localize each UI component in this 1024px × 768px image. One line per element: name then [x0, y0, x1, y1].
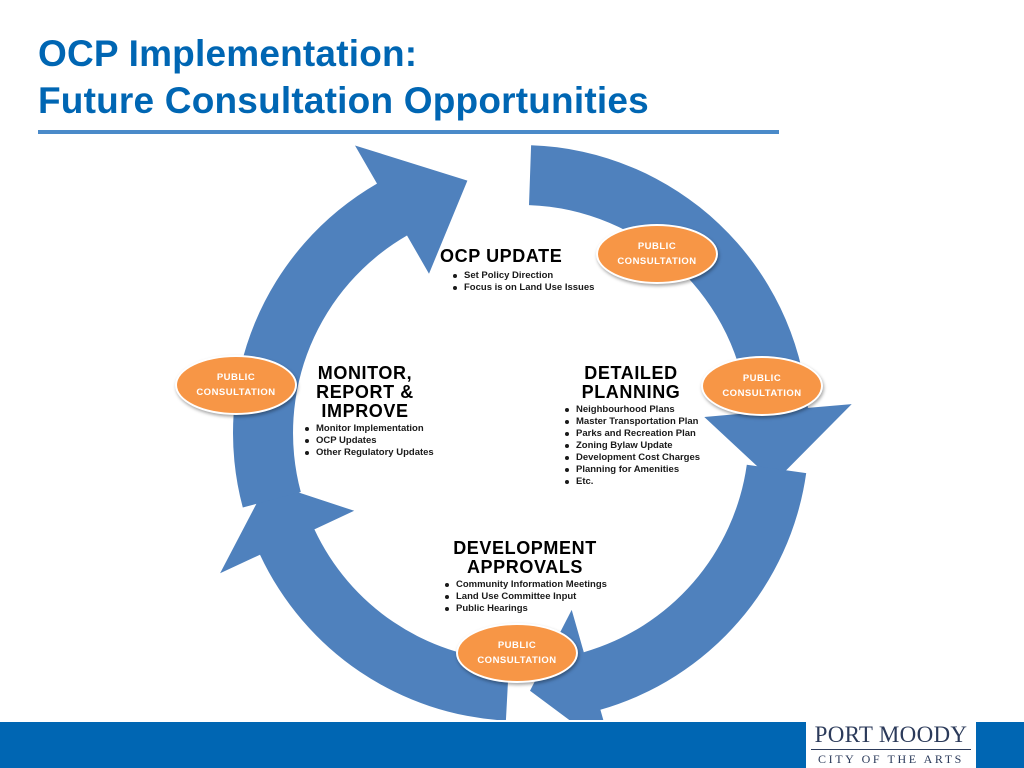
list-item: Parks and Recreation Plan: [565, 428, 702, 440]
public-consultation-badge-bottom: PUBLIC CONSULTATION: [456, 623, 578, 683]
badge-line: CONSULTATION: [196, 387, 276, 398]
list-item: Neighbourhood Plans: [565, 404, 702, 416]
title-line-1: OCP Implementation:: [38, 33, 418, 74]
badge-line: PUBLIC: [637, 241, 677, 252]
list-item: Focus is on Land Use Issues: [452, 282, 595, 293]
title-line: REPORT &: [316, 382, 414, 402]
arrow-monitor-to-ocp: [233, 145, 468, 508]
list-item: OCP Updates: [305, 435, 434, 447]
list-item: Other Regulatory Updates: [305, 447, 434, 458]
stage-development-approvals: DEVELOPMENT APPROVALS Community Informat…: [440, 539, 610, 615]
title-line: DEVELOPMENT: [453, 538, 597, 558]
title-line: IMPROVE: [321, 401, 409, 421]
stage-development-approvals-bullets: Community Information Meetings Land Use …: [440, 579, 610, 615]
stage-monitor-report-improve: MONITOR, REPORT & IMPROVE Monitor Implem…: [300, 364, 434, 459]
stage-ocp-update-title: OCP UPDATE: [440, 246, 563, 266]
stage-monitor-bullets: Monitor Implementation OCP Updates Other…: [300, 423, 434, 459]
stage-ocp-update-bullets: Set Policy Direction Focus is on Land Us…: [440, 270, 594, 294]
port-moody-logo: PORT MOODY CITY OF THE ARTS: [806, 720, 976, 768]
stage-monitor-title: MONITOR, REPORT & IMPROVE: [300, 364, 430, 421]
public-consultation-badge-left: PUBLIC CONSULTATION: [175, 355, 297, 415]
title-line: APPROVALS: [466, 557, 584, 577]
list-item: Community Information Meetings: [445, 579, 610, 591]
title-line: MONITOR,: [317, 363, 413, 383]
badge-line: CONSULTATION: [722, 388, 802, 399]
badge-line: PUBLIC: [216, 372, 256, 383]
logo-tagline: CITY OF THE ARTS: [818, 752, 964, 766]
public-consultation-badge-top-right: PUBLIC CONSULTATION: [596, 224, 718, 284]
badge-line: CONSULTATION: [617, 256, 697, 267]
list-item: Public Hearings: [445, 603, 610, 615]
logo-name: PORT MOODY: [814, 722, 968, 747]
logo-divider: [811, 749, 971, 750]
arrow-approvals-to-monitor: [220, 482, 510, 720]
list-item: Land Use Committee Input: [445, 591, 610, 603]
title-underline: [38, 130, 779, 134]
list-item: Development Cost Charges: [565, 452, 701, 463]
list-item: Etc.: [565, 476, 702, 488]
stage-ocp-update: OCP UPDATE Set Policy Direction Focus is…: [440, 247, 594, 294]
list-item: Monitor Implementation: [305, 423, 434, 435]
badge-line: CONSULTATION: [477, 655, 557, 666]
slide-title: OCP Implementation: Future Consultation …: [38, 30, 649, 124]
stage-detailed-planning-title: DETAILED PLANNING: [560, 364, 702, 402]
public-consultation-badge-right: PUBLIC CONSULTATION: [701, 356, 823, 416]
title-line-2: Future Consultation Opportunities: [38, 80, 649, 121]
stage-detailed-planning: DETAILED PLANNING Neighbourhood Plans Ma…: [560, 364, 702, 488]
title-line: PLANNING: [581, 382, 681, 402]
list-item: Zoning Bylaw Update: [565, 440, 702, 452]
badge-line: PUBLIC: [742, 373, 782, 384]
list-item: Planning for Amenities: [565, 464, 702, 476]
list-item: Set Policy Direction: [452, 270, 594, 282]
stage-detailed-planning-bullets: Neighbourhood Plans Master Transportatio…: [560, 404, 702, 488]
stage-development-approvals-title: DEVELOPMENT APPROVALS: [440, 539, 610, 577]
list-item: Master Transportation Plan: [565, 416, 702, 428]
badge-line: PUBLIC: [497, 640, 537, 651]
arrow-detailed-to-approvals: [530, 464, 807, 720]
title-line: DETAILED: [584, 363, 678, 383]
